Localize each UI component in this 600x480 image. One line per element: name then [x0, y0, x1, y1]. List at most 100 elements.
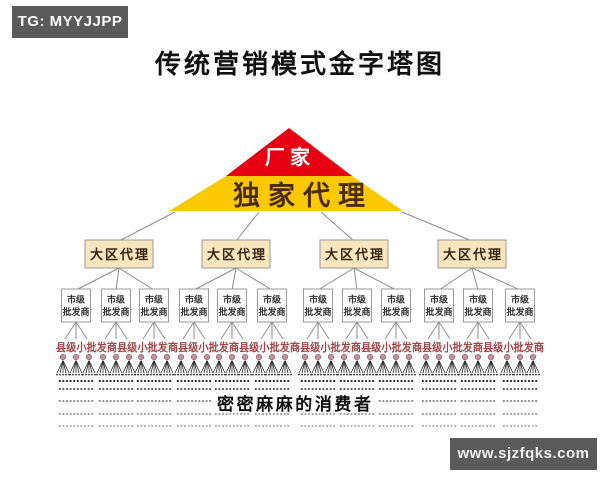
consumer-dot — [239, 379, 243, 383]
consumer-figure-dot — [56, 373, 58, 376]
consumer-dot — [493, 412, 496, 416]
consumer-figure-dot — [522, 373, 524, 376]
consumer-figure-fan-line — [298, 360, 306, 374]
consumer-dot — [65, 387, 69, 391]
consumer-figure-head — [422, 353, 430, 361]
consumer-dot — [403, 399, 407, 403]
consumer-dot — [389, 379, 392, 383]
consumer-dot — [346, 412, 350, 416]
consumer-figure-fan-line — [258, 360, 266, 374]
consumer-figure-fan-line — [343, 360, 348, 374]
consumer-figure-fan-line — [350, 360, 358, 374]
consumer-figure-fan-line — [109, 360, 117, 374]
consumer-dot — [485, 387, 489, 391]
consumer-dot — [109, 412, 112, 416]
consumer-figure-fan-line — [376, 360, 384, 374]
city-fan-line — [438, 321, 451, 340]
consumer-dot — [439, 387, 442, 391]
consumers-label: 密密麻麻的消费者 — [217, 394, 371, 414]
consumer-figure-fan-line — [445, 360, 453, 374]
consumer-figure-dot — [94, 373, 96, 376]
consumer-figure-fan-line — [490, 360, 495, 374]
consumer-figure-fan-line — [215, 360, 220, 374]
consumer-dot — [361, 387, 364, 391]
agent-connector-line — [471, 267, 521, 291]
consumer-dot — [109, 399, 112, 403]
consumer-figure-fan-line — [516, 360, 521, 374]
consumer-dot — [378, 412, 381, 416]
consumer-dot — [506, 412, 509, 416]
consumer-figure-dot — [425, 373, 427, 376]
consumer-dot — [83, 399, 87, 403]
consumer-dot — [113, 387, 116, 391]
consumer-figure-dot — [234, 373, 236, 376]
consumer-dot — [116, 412, 119, 416]
consumer-figure-dot — [268, 373, 270, 376]
consumer-figure-dot — [484, 373, 486, 376]
consumer-dot — [58, 424, 61, 428]
consumer-figure-fan-line — [268, 360, 273, 374]
consumer-dot — [214, 387, 217, 391]
consumer-dot — [471, 379, 474, 383]
consumer-dot — [343, 412, 346, 416]
consumer-dot — [254, 412, 257, 416]
consumer-dot — [322, 387, 325, 391]
consumer-dot — [205, 379, 208, 383]
city-fan-line — [260, 321, 273, 340]
consumer-dot — [194, 379, 197, 383]
consumer-dot — [478, 399, 481, 403]
consumer-figure-fan-line — [369, 360, 374, 374]
consumer-figure-fan-line — [435, 360, 440, 374]
consumer-dot — [304, 379, 307, 383]
consumer-figure-dot — [343, 373, 345, 376]
consumer-figure-fan-line — [301, 360, 306, 374]
consumer-dot — [396, 412, 399, 416]
consumer-dot — [475, 412, 478, 416]
consumer-figure-dot — [379, 373, 381, 376]
consumer-dot — [187, 399, 190, 403]
agent-connector-line — [353, 267, 358, 291]
consumer-dot — [489, 399, 492, 403]
consumer-figure-dot — [477, 373, 479, 376]
consumer-dot — [421, 424, 424, 428]
consumer-figure-fan-line — [69, 360, 77, 374]
consumer-dot — [65, 424, 69, 428]
consumer-dot — [102, 412, 105, 416]
consumer-figure-dot — [346, 373, 348, 376]
consumer-figure-fan-line — [96, 360, 104, 374]
consumer-dot — [62, 412, 65, 416]
consumer-figure-fan-line — [317, 360, 322, 374]
consumer-figure-head — [314, 353, 322, 361]
consumer-dot — [73, 424, 76, 428]
consumer-dot — [357, 424, 360, 428]
consumer-dot — [382, 412, 385, 416]
consumer-figure-dot — [287, 373, 289, 376]
consumer-dot — [464, 424, 467, 428]
consumer-dot — [198, 424, 201, 428]
consumer-dot — [389, 399, 392, 403]
consumer-dot — [339, 412, 342, 416]
consumer-figure-dot — [435, 373, 437, 376]
consumer-dot — [400, 379, 403, 383]
consumer-dot — [105, 412, 109, 416]
consumer-dot — [485, 399, 489, 403]
consumer-figure-fan-line — [244, 360, 252, 374]
consumer-dot — [329, 379, 332, 383]
consumer-dot — [225, 412, 228, 416]
consumer-figure-fan-line — [193, 360, 198, 374]
consumer-dot — [535, 387, 538, 391]
consumer-figure-fan-line — [147, 360, 155, 374]
consumer-dot — [116, 379, 119, 383]
agent-connector-line — [118, 267, 155, 291]
consumer-dot — [432, 424, 435, 428]
consumer-dot — [136, 412, 139, 416]
consumer-dot — [307, 379, 311, 383]
consumer-dot — [425, 424, 428, 428]
consumer-figure-dot — [261, 373, 263, 376]
consumer-figure-fan-line — [304, 360, 312, 374]
consumer-dot — [243, 412, 246, 416]
consumer-figure-fan-line — [477, 360, 482, 374]
consumer-dot — [531, 399, 534, 403]
consumer-dot — [460, 379, 463, 383]
regional-agent-box — [84, 239, 154, 269]
